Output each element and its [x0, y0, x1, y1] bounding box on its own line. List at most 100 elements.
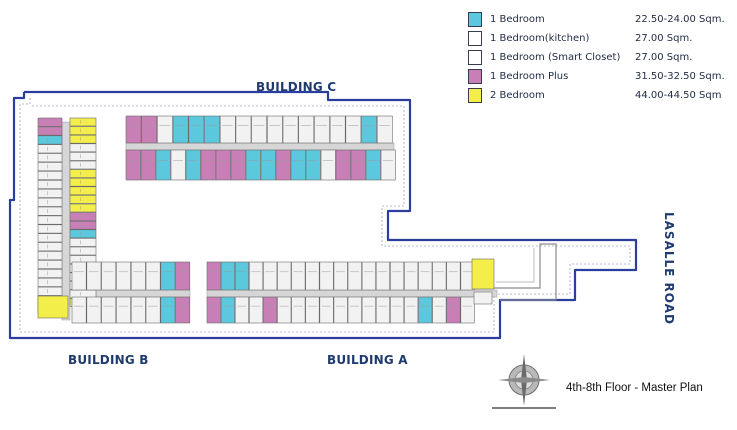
unit-cell [86, 296, 102, 324]
legend-area: 31.50-32.50 Sqm. [635, 71, 725, 82]
legend-area: 22.50-24.00 Sqm. [635, 14, 725, 25]
unit-cell [432, 296, 447, 324]
legend-area: 44.00-44.50 Sqm [635, 90, 722, 101]
unit-cell [155, 149, 171, 181]
legend-swatch [468, 50, 482, 65]
unit-cell [345, 115, 362, 144]
unit-cell [172, 115, 189, 144]
unit-cell [37, 277, 63, 287]
unit-cell [37, 233, 63, 243]
unit-cell [249, 296, 264, 324]
unit-cell [37, 260, 63, 269]
legend-label: 1 Bedroom (Smart Closet) [490, 52, 621, 63]
unit-cell [249, 261, 264, 291]
unit-cell [471, 258, 495, 290]
unit-cell [175, 261, 191, 291]
unit-cell [333, 296, 348, 324]
unit-cell [69, 169, 97, 178]
unit-cell [418, 296, 433, 324]
unit-cell [69, 177, 97, 187]
unit-cell [160, 261, 176, 291]
unit-cell [69, 134, 97, 144]
unit-cell [361, 115, 377, 144]
unit-cell [200, 149, 216, 181]
unit-cell [116, 296, 131, 324]
unit-cell [319, 296, 334, 324]
unit-cell [282, 115, 299, 144]
legend-label: 1 Bedroom(kitchen) [490, 33, 590, 44]
unit-cell [37, 215, 63, 225]
unit-cell [277, 261, 292, 291]
unit-cell [375, 261, 391, 291]
unit-cell [215, 149, 231, 181]
unit-cell [37, 206, 63, 216]
legend-label: 2 Bedroom [490, 90, 545, 101]
unit-cell [275, 149, 291, 181]
unit-cell [69, 117, 97, 127]
legend-item-1-bedroom-plus: 1 Bedroom Plus 31.50-32.50 Sqm. [468, 67, 730, 86]
legend-swatch [468, 88, 482, 103]
legend-area: 27.00 Sqm. [635, 33, 693, 44]
unit-cell [234, 261, 249, 291]
unit-cell [319, 261, 334, 291]
compass-rose-icon [492, 354, 556, 409]
unit-cell [446, 296, 461, 324]
unit-cell [376, 115, 393, 144]
legend-item-2-bedroom: 2 Bedroom 44.00-44.50 Sqm [468, 86, 730, 105]
unit-cell [157, 115, 173, 144]
unit-cell [305, 149, 321, 181]
site-boundary-line [8, 90, 638, 340]
unit-cell [260, 149, 276, 181]
ramp-inner [496, 248, 535, 283]
unit-cell [277, 296, 292, 324]
unit-cell [204, 115, 220, 144]
unit-cell [305, 296, 320, 324]
compass-needle-ew [498, 377, 550, 383]
unit-cell [125, 149, 141, 181]
unit-cell [101, 261, 117, 291]
corridor-building-c [125, 142, 395, 151]
unit-cell [235, 115, 252, 144]
unit-cell [37, 242, 63, 252]
unit-cell [389, 296, 405, 324]
unit-cell [305, 261, 320, 291]
unit-cell [130, 296, 146, 324]
unit-cell [69, 212, 97, 221]
unit-cell [86, 261, 102, 291]
unit-cell [71, 261, 87, 291]
unit-cell [460, 296, 475, 324]
unit-cell [291, 261, 306, 291]
unit-cell [266, 115, 283, 144]
site-outline [8, 90, 638, 340]
unit-cell [145, 296, 161, 324]
unit-cell [350, 149, 366, 181]
unit-cell [290, 149, 306, 181]
unit-cell [418, 261, 433, 291]
legend-swatch [468, 69, 482, 84]
unit-cell [170, 149, 186, 181]
unit-cell [141, 115, 158, 144]
unit-cell [69, 143, 97, 153]
unit-cell [125, 115, 142, 144]
legend: 1 Bedroom 22.50-24.00 Sqm. 1 Bedroom(kit… [468, 10, 730, 105]
unit-cell [37, 251, 63, 261]
unit-cell [130, 261, 146, 291]
unit-cell [263, 296, 278, 324]
unit-cell [380, 149, 396, 181]
unit-cell [37, 144, 63, 154]
unit-cell [365, 149, 381, 181]
unit-cell [37, 188, 63, 198]
unit-cell [234, 296, 249, 324]
unit-cell [375, 296, 391, 324]
unit-cell [145, 261, 161, 291]
unit-cell [361, 296, 376, 324]
unit-cell [37, 295, 69, 319]
unit-cell [71, 296, 87, 324]
unit-cell [69, 160, 97, 170]
legend-label: 1 Bedroom Plus [490, 71, 569, 82]
unit-cell [69, 229, 97, 239]
unit-cell [69, 195, 97, 204]
legend-item-1-bedroom-kitchen: 1 Bedroom(kitchen) 27.00 Sqm. [468, 29, 730, 48]
ramp-outline [492, 243, 557, 301]
